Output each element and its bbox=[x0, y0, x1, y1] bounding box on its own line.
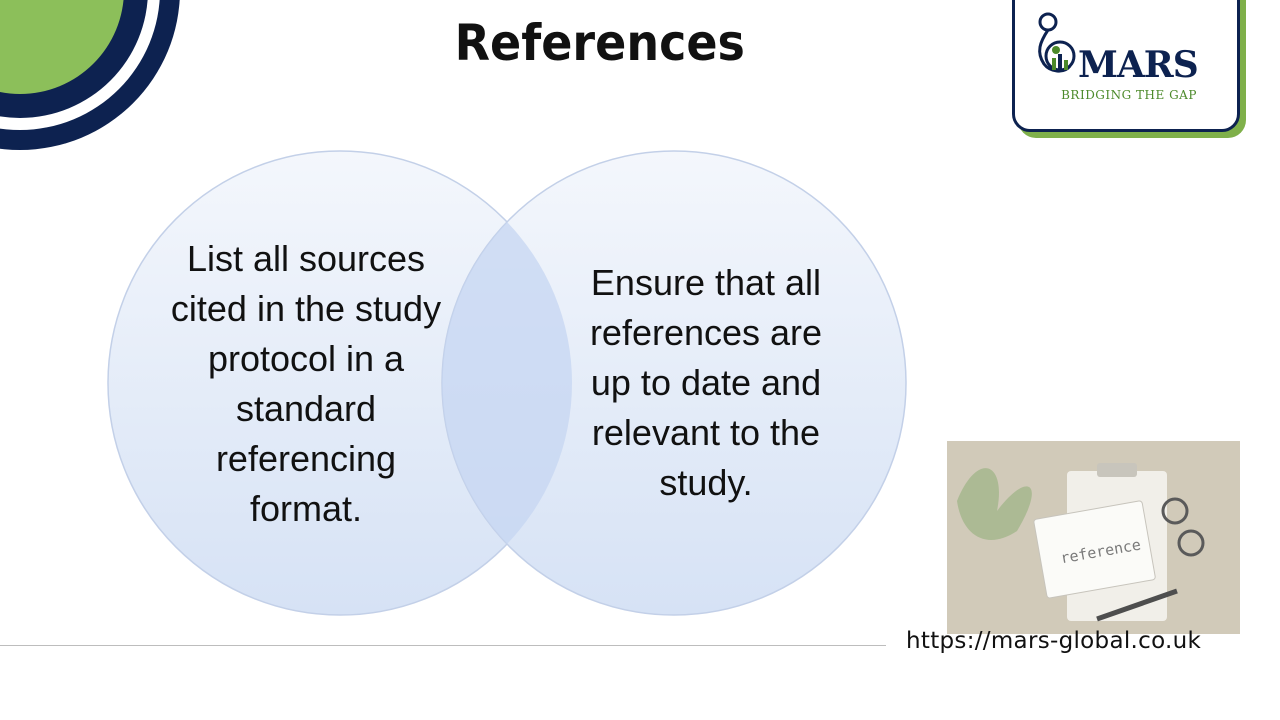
right-circle-text: Ensure that all references are up to dat… bbox=[589, 262, 823, 503]
website-url: https://mars-global.co.uk bbox=[906, 628, 1202, 654]
logo-tagline: BRIDGING THE GAP bbox=[1061, 88, 1197, 102]
slide-title: References bbox=[454, 14, 745, 72]
left-circle-text: List all sources cited in the study prot… bbox=[170, 238, 442, 529]
venn-diagram bbox=[107, 150, 907, 616]
logo-name: MARS bbox=[1078, 44, 1199, 86]
corner-decoration bbox=[0, 0, 180, 150]
reference-photo: reference bbox=[947, 441, 1240, 634]
stethoscope-icon bbox=[1038, 12, 1076, 73]
footer-divider bbox=[0, 645, 886, 646]
